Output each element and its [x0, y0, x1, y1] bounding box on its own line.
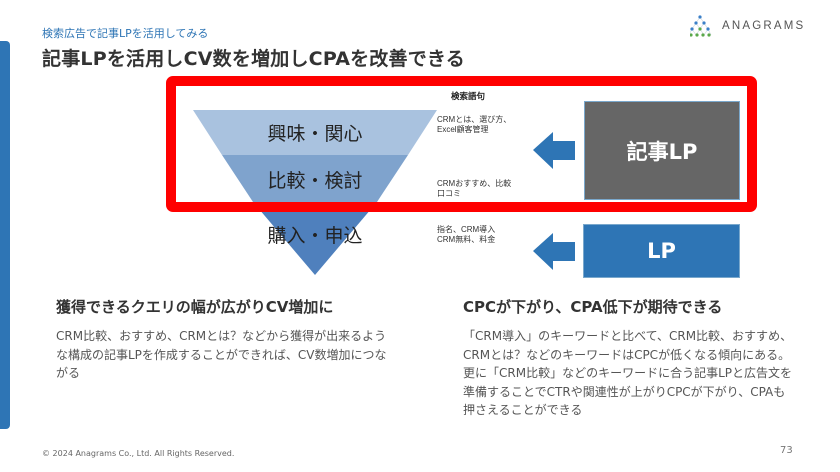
- lp-box: LP: [583, 224, 740, 278]
- funnel-stage-purchase: [253, 202, 377, 275]
- funnel-label-interest: 興味・関心: [267, 123, 363, 145]
- anagrams-logo-icon: [690, 15, 712, 37]
- article-lp-box: 記事LP: [584, 101, 740, 200]
- page-number: 73: [780, 445, 793, 456]
- keyword-group-comparison: CRMおすすめ、比較 口コミ: [437, 179, 511, 199]
- keyword-line: CRMとは、選び方、: [437, 115, 512, 124]
- keyword-line: CRMおすすめ、比較: [437, 179, 512, 188]
- logo-text: ANAGRAMS: [722, 20, 806, 32]
- keyword-group-purchase: 指名、CRM導入 CRM無料、料金: [437, 225, 495, 245]
- logo: ANAGRAMS: [690, 14, 805, 38]
- lp-label: LP: [647, 239, 676, 263]
- keyword-line: CRM無料、料金: [437, 235, 496, 244]
- copyright: © 2024 Anagrams Co., Ltd. All Rights Res…: [42, 449, 235, 458]
- side-accent-bar: [0, 41, 10, 429]
- arrow-left-icon: [533, 233, 575, 270]
- funnel-stage-interest: [193, 110, 437, 155]
- funnel-label-purchase: 購入・申込: [267, 225, 363, 247]
- keyword-line: Excel顧客管理: [437, 125, 489, 134]
- article-lp-label: 記事LP: [626, 139, 698, 164]
- arrow-left-icon: [533, 132, 575, 169]
- keyword-group-interest: CRMとは、選び方、 Excel顧客管理: [437, 115, 511, 135]
- breadcrumb: 検索広告で記事LPを活用してみる: [42, 27, 209, 40]
- highlight-frame: [166, 76, 757, 212]
- page-title: 記事LPを活用しCV数を増加しCPAを改善できる: [42, 48, 465, 70]
- funnel-stage-comparison: [222, 155, 408, 202]
- left-section-body: CRM比較、おすすめ、CRMとは？などから獲得が出来るような構成の記事LPを作成…: [56, 329, 387, 380]
- funnel-diagram: [193, 110, 575, 275]
- right-section-heading: CPCが下がり、CPA低下が期待できる: [463, 298, 723, 316]
- left-section-heading: 獲得できるクエリの幅が広がりCV増加に: [56, 298, 334, 316]
- funnel-label-comparison: 比較・検討: [267, 170, 363, 192]
- right-section-body: 「CRM導入」のキーワードと比べて、CRM比較、おすすめ、CRMとは？などのキー…: [463, 329, 793, 417]
- keyword-header: 検索語句: [451, 92, 486, 102]
- keyword-line: 口コミ: [437, 189, 461, 198]
- keyword-line: 指名、CRM導入: [437, 225, 496, 234]
